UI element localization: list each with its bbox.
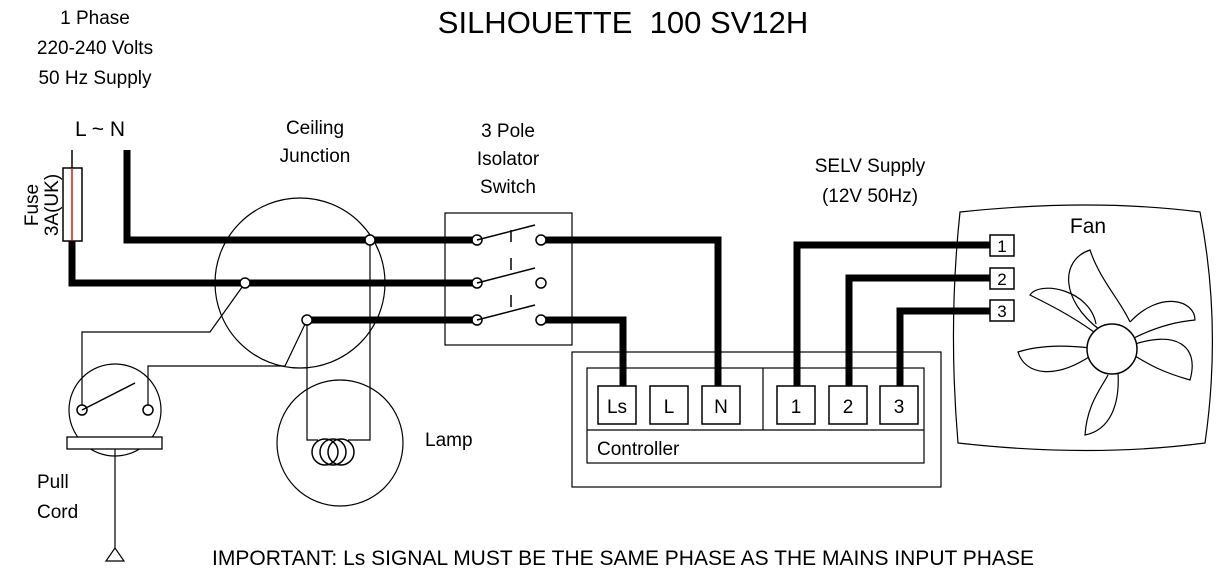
lamp-icon <box>311 438 355 466</box>
diagram-title: SILHOUETTE 100 SV12H <box>438 5 808 40</box>
controller-terminal-label: L <box>664 397 675 418</box>
controller-outer-box <box>571 351 942 488</box>
supply-frequency-label: 50 Hz Supply <box>38 68 152 89</box>
important-notice: IMPORTANT: Ls SIGNAL MUST BE THE SAME PH… <box>212 547 1034 570</box>
fan-terminal-label: 3 <box>997 302 1006 321</box>
controller-terminal: 3 <box>879 385 919 425</box>
controller-terminals: Ls L N 1 2 3 <box>597 385 919 425</box>
lamp-fitting <box>276 379 404 507</box>
mains-wiring <box>68 150 990 390</box>
controller-terminal-label: 2 <box>843 397 854 418</box>
fan-terminal-label: 2 <box>997 270 1006 289</box>
ceiling-junction-label-2: Junction <box>280 146 351 167</box>
controller-terminal: 2 <box>828 385 868 425</box>
fan-housing <box>952 204 1214 452</box>
supply-phase-label: 1 Phase <box>60 8 130 29</box>
controller-terminal: L <box>649 385 689 425</box>
pull-cord-label-2: Cord <box>37 502 78 523</box>
supply-label: 1 Phase 220-240 Volts 50 Hz Supply <box>37 8 153 89</box>
controller-label: Controller <box>597 439 680 460</box>
fan-hub <box>1086 323 1138 375</box>
fan-terminal: 3 <box>989 299 1015 322</box>
isolator-label-3: Switch <box>480 177 536 198</box>
fan-terminal: 1 <box>989 234 1015 257</box>
ceiling-junction-label: Ceiling <box>286 118 344 139</box>
controller-terminal: Ls <box>597 385 637 425</box>
fan-terminal: 2 <box>989 267 1015 290</box>
fan-label: Fan <box>1070 215 1106 238</box>
pull-cord-switch <box>66 363 163 562</box>
lighting-wiring <box>81 240 371 441</box>
isolator-label: 3 Pole <box>481 121 535 142</box>
isolator-switch-box <box>444 212 573 346</box>
fuse-rating-label: 3A(UK) <box>42 174 63 236</box>
fan-terminals: 1 2 3 <box>989 234 1015 322</box>
isolator-contacts <box>471 224 547 326</box>
fuse-label: Fuse <box>22 184 43 226</box>
fan-terminal-label: 1 <box>997 237 1006 256</box>
fuse: Fuse 3A(UK) <box>22 150 83 242</box>
isolator-label-2: Isolator <box>477 149 540 170</box>
fan-blades-icon <box>1017 249 1196 436</box>
controller-terminal: N <box>701 385 741 425</box>
controller-terminal-label: Ls <box>607 397 627 418</box>
selv-supply-voltage-label: (12V 50Hz) <box>822 186 918 207</box>
fan: Fan <box>952 204 1214 452</box>
controller-terminal-label: 3 <box>894 397 905 418</box>
pull-cord-handle-icon <box>104 546 126 562</box>
controller-terminal: 1 <box>776 385 816 425</box>
lamp-label: Lamp <box>425 430 473 451</box>
controller-terminal-label: 1 <box>791 397 802 418</box>
supply-voltage-label: 220-240 Volts <box>37 38 153 59</box>
controller: Controller <box>571 351 942 488</box>
controller-inner-box <box>586 367 925 464</box>
supply-terminals-label: L ~ N <box>75 118 125 141</box>
junction-terminals <box>239 234 376 326</box>
controller-terminal-label: N <box>714 397 728 418</box>
pull-cord-label: Pull <box>37 472 69 493</box>
selv-supply-label: SELV Supply <box>815 156 926 177</box>
